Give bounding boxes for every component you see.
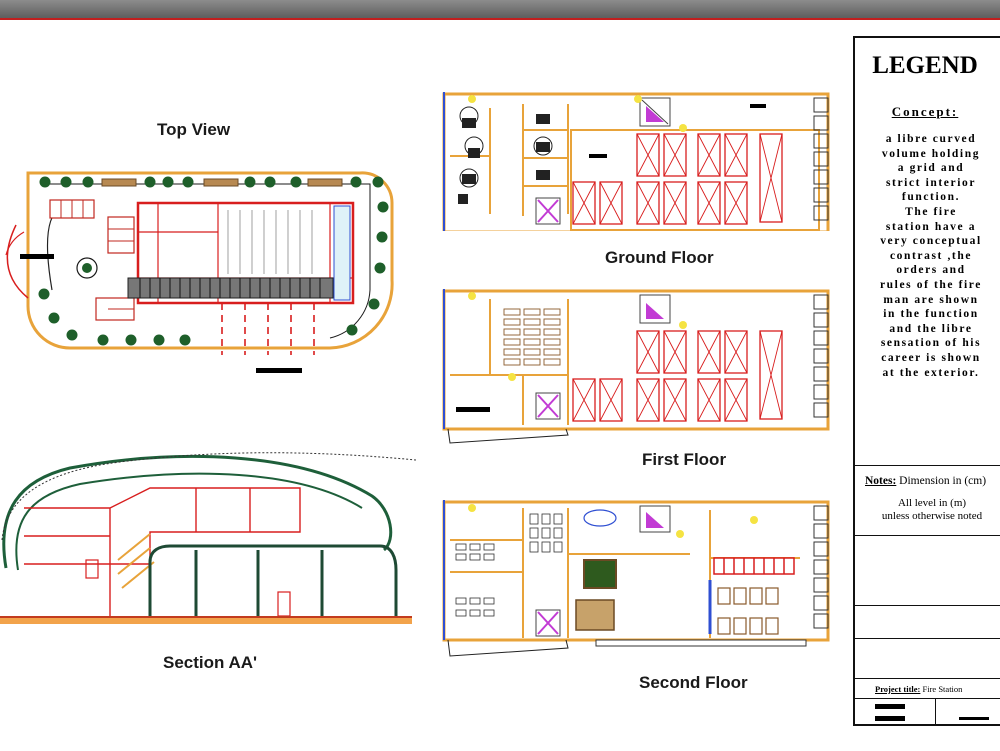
window-title-bar [0,0,1000,20]
legend-notes-line: unless otherwise noted [881,510,983,522]
legend-notes: Notes: Dimension in (cm) [865,475,986,487]
legend-project-value: Fire Station [920,684,963,694]
legend-divider [855,605,1000,606]
legend-divider [855,535,1000,536]
legend-concept-line: a libre curved [885,133,977,145]
legend-divider [855,638,1000,639]
legend-mark [875,716,905,721]
legend-concept-line: and the libre [889,322,973,335]
legend-concept-line: at the exterior. [882,366,980,379]
legend-divider [855,678,1000,679]
legend-divider [855,698,1000,699]
legend-panel: LEGEND Concept: a libre curved volume ho… [853,36,1000,726]
legend-mark [959,717,989,720]
legend-concept-text: a libre curved volume holding a grid and… [861,132,1000,380]
legend-mark [875,704,905,709]
drawing-sheet: Top View Ground Floor First Floor Sectio… [0,20,1000,751]
legend-divider [855,465,1000,466]
legend-concept-line: The fire [905,205,957,218]
legend-title: LEGEND [872,52,978,79]
ground-floor-plan [442,92,830,231]
legend-project-title: Project title: Fire Station [875,684,962,694]
legend-concept-line: strict interior [885,176,977,189]
legend-notes-detail: All level in (m) unless otherwise noted [855,497,1000,523]
legend-concept-line: station have a [885,220,977,233]
legend-concept-line: orders and [896,264,966,277]
caption-first-floor: First Floor [642,450,727,469]
caption-section-aa: Section AA' [163,653,258,672]
top-view-plan [5,171,394,373]
legend-concept-line: a grid and [897,162,965,175]
legend-concept-line: volume holding [881,147,981,160]
first-floor-plan [442,289,830,444]
legend-project-label: Project title: [875,684,921,694]
legend-concept-line: sensation of his [880,337,982,350]
legend-concept-line: function. [901,191,961,204]
legend-concept-heading: Concept: [891,104,959,119]
caption-ground-floor: Ground Floor [605,248,714,267]
legend-concept-line: career is shown [881,351,981,364]
legend-notes-line: All level in (m) [897,497,967,509]
caption-top-view: Top View [157,120,231,139]
second-floor-plan [442,500,830,657]
legend-concept-line: man are shown [883,293,979,306]
legend-concept-line: very conceptual [880,235,982,248]
legend-concept-line: rules of the fire [879,278,983,291]
caption-second-floor: Second Floor [639,673,748,692]
legend-concept-line: contrast ,the [889,249,973,262]
legend-concept-line: in the function [883,308,979,321]
legend-vertical-divider [935,698,936,726]
section-aa-drawing [0,452,417,624]
legend-notes-text: Dimension in (cm) [896,475,987,487]
legend-notes-label: Notes: [865,475,897,487]
